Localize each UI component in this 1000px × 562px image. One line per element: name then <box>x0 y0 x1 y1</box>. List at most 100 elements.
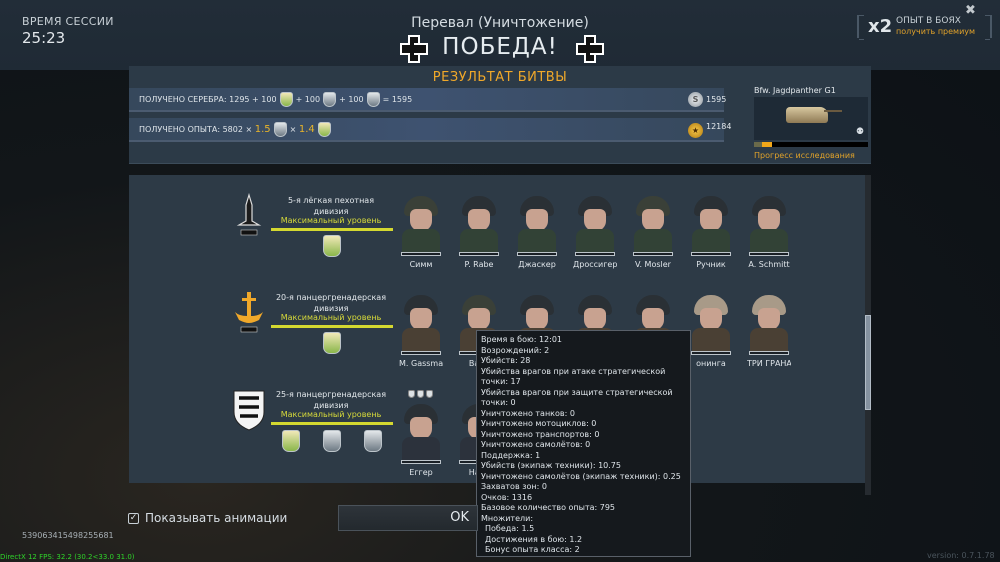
silver-earned-row: ПОЛУЧЕНО СЕРЕБРА: 1295 + 100 + 100 + 100… <box>129 88 724 112</box>
anchor-emblem-icon <box>235 292 263 333</box>
research-progress-label[interactable]: Прогресс исследования <box>754 151 855 160</box>
tank-icon <box>786 107 842 123</box>
experience-earned-row: ПОЛУЧЕНО ОПЫТА: 5802 × 1.5 × 1.4 <box>129 118 724 142</box>
balkenkreuz-icon <box>400 35 429 63</box>
division-name: 20-я панцергренадерская дивизия <box>275 293 387 313</box>
soldier-card[interactable]: P. Rabe <box>457 194 501 269</box>
scrollbar-thumb[interactable] <box>865 315 871 410</box>
soldier-card[interactable]: Ручник <box>689 194 733 269</box>
tooltip-line: Убийства врагов при атаке стратегической… <box>481 366 666 387</box>
tooltip-line: Уничтожено мотоциклов: 0 <box>481 419 597 428</box>
sword-emblem-icon <box>236 193 262 236</box>
soldier-name: M. Gassmann <box>399 359 443 368</box>
tooltip-line: Убийств: 28 <box>481 356 531 365</box>
soldier-card[interactable]: M. Gassmann <box>399 293 443 368</box>
division-level: Максимальный уровень <box>280 216 382 225</box>
experience-total: 12184 <box>706 122 732 131</box>
soldier-card[interactable]: Джаскер <box>515 194 559 269</box>
squads-scrollbar[interactable] <box>865 175 871 495</box>
soldier-card[interactable]: Дроссигер <box>573 194 617 269</box>
checkbox-checked-icon[interactable]: ✓ <box>128 512 139 524</box>
division-level-bar <box>271 228 393 231</box>
tooltip-line: Множители: <box>481 513 534 523</box>
tooltip-line: Уничтожено транспортов: 0 <box>481 429 600 439</box>
tooltip-line: Время в бою: 12:01 <box>481 335 562 344</box>
battle-result-heading: РЕЗУЛЬТАТ БИТВЫ <box>432 70 568 85</box>
tooltip-multiplier: Бонус опыта класса: 2 <box>485 545 580 554</box>
division-badges <box>271 430 393 452</box>
tooltip-line: Захватов зон: 0 <box>481 482 547 491</box>
experience-star-icon: ★ <box>688 123 703 138</box>
crew-icon: ⚉ <box>855 127 864 137</box>
show-animations-label: Показывать анимации <box>145 511 288 525</box>
tooltip-line: Убийства врагов при защите стратегическо… <box>481 387 673 408</box>
x2-icon: x2 <box>868 16 893 37</box>
tooltip-line: Базовое количество опыта: 795 <box>481 503 616 512</box>
tooltip-line: Очков: 1316 <box>481 492 533 502</box>
perk-icons <box>408 390 433 398</box>
stag-shield-emblem-icon <box>233 390 265 431</box>
soldier-card[interactable]: A. Schmitt <box>747 194 791 269</box>
soldier-name: A. Schmitt <box>748 260 790 269</box>
battle-result-panel: РЕЗУЛЬТАТ БИТВЫ ПОЛУЧЕНО СЕРЕБРА: 1295 +… <box>129 66 871 164</box>
vehicle-name: Bfw. Jagdpanther G1 <box>754 86 836 95</box>
division-badge-icon[interactable] <box>323 235 341 257</box>
session-label: ВРЕМЯ СЕССИИ <box>22 15 114 28</box>
victory-title: ПОБЕДА! <box>442 34 558 60</box>
experience-label: ПОЛУЧЕНО ОПЫТА: 5802 × <box>139 124 253 134</box>
division-badge-icon[interactable] <box>322 430 341 452</box>
get-premium-link[interactable]: получить премиум <box>896 27 976 36</box>
session-timer: ВРЕМЯ СЕССИИ 25:23 <box>22 15 114 47</box>
balkenkreuz-icon <box>575 35 604 63</box>
tooltip-line: Уничтожено самолётов: 0 <box>481 440 591 449</box>
soldier-card[interactable]: V. Mosler <box>631 194 675 269</box>
silver-bonus-3: + 100 <box>339 94 364 104</box>
division-badge-icon <box>366 91 380 107</box>
fps-counter: DirectX 12 FPS: 32.2 (30.2<33.0 31.0) <box>0 553 135 561</box>
soldier-name: V. Mosler <box>635 260 671 269</box>
silver-total-expr: = 1595 <box>382 94 413 104</box>
version-label: version: 0.7.1.78 <box>927 551 995 560</box>
premium-title: ОПЫТ В БОЯХ <box>896 16 961 26</box>
vehicle-preview[interactable]: ⚉ <box>754 97 868 140</box>
battle-outcome: ПОБЕДА! <box>0 34 1000 63</box>
division-level: Максимальный уровень <box>280 410 382 419</box>
division-badge-icon[interactable] <box>363 430 382 452</box>
experience-mult-1: 1.5 <box>254 123 271 135</box>
squad-crew: Симм P. Rabe Джаскер Дроссигер V. Mosler… <box>399 194 791 269</box>
premium-promo[interactable]: x2 ОПЫТ В БОЯХ получить премиум <box>857 15 992 40</box>
silver-bonus-2: + 100 <box>295 94 321 104</box>
division-badge-icon[interactable] <box>323 332 341 354</box>
soldier-card[interactable]: ТРИ ГРАНАТ <box>747 293 791 368</box>
soldier-name: Еггер <box>409 468 433 477</box>
division-name: 5-я лёгкая пехотная дивизия <box>287 196 375 216</box>
session-id: 5390634154982556​81 <box>22 531 114 540</box>
division-badges <box>271 235 393 257</box>
soldier-name: Джаскер <box>518 260 556 269</box>
tooltip-line: Возрождений: 2 <box>481 345 550 355</box>
tooltip-line: Уничтожено танков: 0 <box>481 408 575 418</box>
soldier-card[interactable]: онинга <box>689 293 733 368</box>
division-badges <box>271 332 393 354</box>
division-level: Максимальный уровень <box>280 313 382 322</box>
soldier-stats-tooltip: Время в бою: 12:01 Возрождений: 2 Убийст… <box>476 330 691 557</box>
division-badge-icon <box>323 91 337 107</box>
division-badge-icon[interactable] <box>282 430 301 452</box>
tooltip-line: Поддержка: 1 <box>481 450 541 460</box>
division-level-bar <box>271 325 393 328</box>
session-time: 25:23 <box>22 29 66 47</box>
show-animations-toggle[interactable]: ✓ Показывать анимации <box>128 511 287 525</box>
division-badge-icon <box>279 91 293 107</box>
map-title: Перевал (Уничтожение) <box>411 15 589 31</box>
top-band <box>0 0 1000 70</box>
soldier-name: Симм <box>409 260 433 269</box>
ok-button[interactable]: OK <box>338 505 478 531</box>
soldier-card[interactable]: Еггер <box>399 390 443 477</box>
soldier-card[interactable]: Симм <box>399 194 443 269</box>
tooltip-multiplier: Достижения в бою: 1.2 <box>485 534 583 544</box>
soldier-name: ТРИ ГРАНАТ <box>747 359 791 368</box>
soldier-name: Дроссигер <box>573 260 617 269</box>
division-name: 25-я панцергренадерская дивизия <box>275 390 387 410</box>
division-badge-icon <box>317 121 331 137</box>
close-icon[interactable]: ✖ <box>965 3 976 18</box>
